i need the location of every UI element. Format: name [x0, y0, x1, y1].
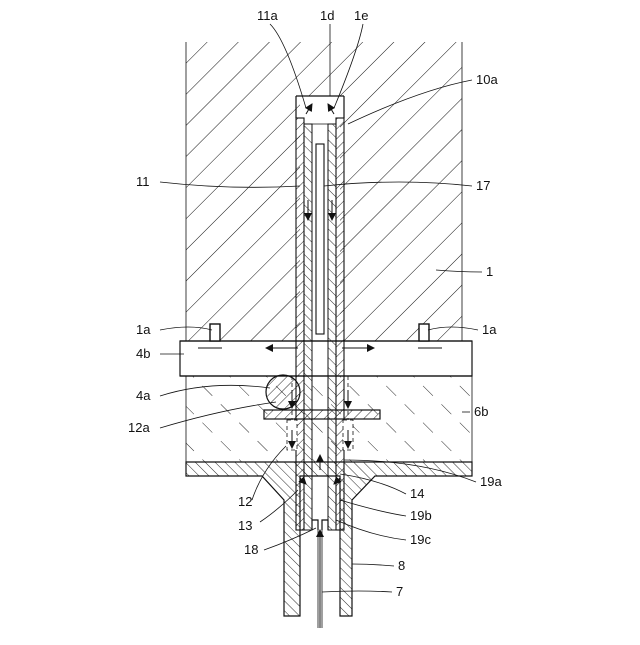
- stud-1a-right: [419, 324, 429, 341]
- label-1a-left: 1a: [136, 322, 151, 337]
- label-1: 1: [486, 264, 493, 279]
- label-19b: 19b: [410, 508, 432, 523]
- label-17: 17: [476, 178, 490, 193]
- label-1a-right: 1a: [482, 322, 497, 337]
- label-11: 11: [136, 174, 150, 189]
- stud-1a-left: [210, 324, 220, 341]
- label-7: 7: [396, 584, 403, 599]
- leader-8: [352, 564, 394, 566]
- flange-12: [264, 410, 380, 419]
- pipe-4b: [180, 341, 472, 376]
- label-8: 8: [398, 558, 405, 573]
- label-4b: 4b: [136, 346, 150, 361]
- label-12a: 12a: [128, 420, 150, 435]
- label-14: 14: [410, 486, 424, 501]
- label-19c: 19c: [410, 532, 431, 547]
- label-1e: 1e: [354, 8, 368, 23]
- label-11a: 11a: [257, 8, 278, 23]
- label-19a: 19a: [480, 474, 502, 489]
- label-4a: 4a: [136, 388, 151, 403]
- label-13: 13: [238, 518, 252, 533]
- label-12: 12: [238, 494, 252, 509]
- label-6b: 6b: [474, 404, 488, 419]
- label-10a: 10a: [476, 72, 498, 87]
- ball-4a: [266, 375, 300, 409]
- label-18: 18: [244, 542, 258, 557]
- label-1d: 1d: [320, 8, 334, 23]
- core-pin-17: [316, 144, 324, 334]
- leader-7: [322, 591, 392, 592]
